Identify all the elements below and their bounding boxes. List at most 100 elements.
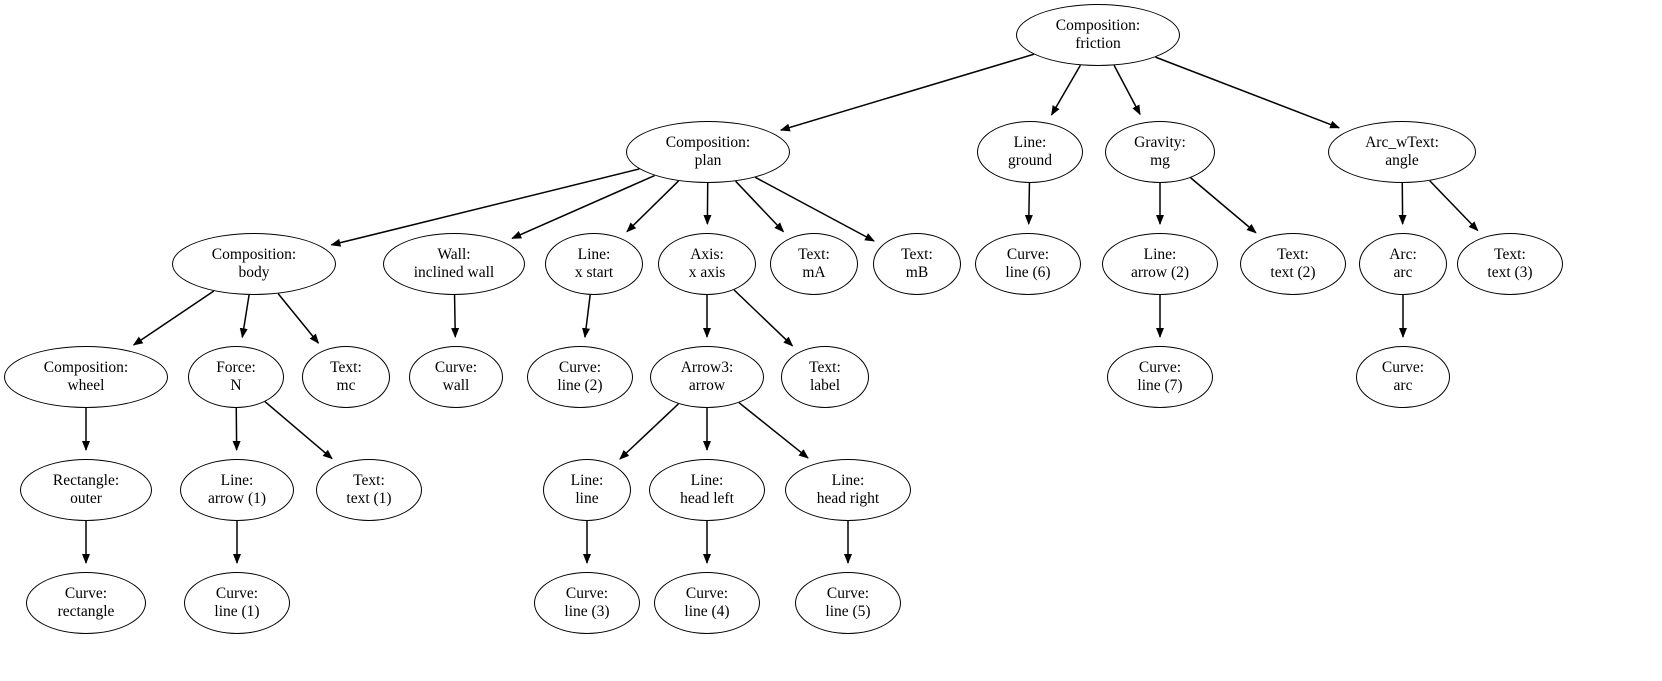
node-kind-label: Curve:	[1138, 358, 1182, 376]
node-kind-label: Curve:	[558, 358, 602, 376]
node-kind-label: Curve:	[434, 358, 478, 376]
graph-node-arrow3[interactable]: Arrow3:arrow	[650, 346, 764, 408]
graph-node-wheel[interactable]: Composition:wheel	[4, 346, 168, 408]
graph-node-text1[interactable]: Text:text (1)	[316, 459, 422, 521]
node-name-label: wall	[442, 377, 470, 394]
node-name-label: line (2)	[557, 377, 603, 394]
graph-node-outer[interactable]: Rectangle:outer	[20, 459, 152, 521]
node-kind-label: Rectangle:	[52, 471, 120, 489]
graph-edge-arrow3-to-lineline	[619, 403, 680, 460]
graph-edge-forceN-to-text1	[264, 401, 333, 460]
graph-node-line5[interactable]: Curve:line (5)	[795, 572, 901, 634]
graph-node-plan[interactable]: Composition:plan	[626, 121, 790, 183]
node-name-label: line (4)	[684, 603, 730, 620]
node-name-label: arc	[1393, 264, 1413, 281]
graph-node-headleft[interactable]: Line:head left	[649, 459, 765, 521]
graph-node-xaxis[interactable]: Axis:x axis	[658, 233, 756, 295]
node-name-label: arrow (2)	[1130, 264, 1190, 281]
graph-node-text3[interactable]: Text:text (3)	[1457, 233, 1563, 295]
graph-node-wall[interactable]: Wall:inclined wall	[383, 233, 525, 295]
node-name-label: arrow	[688, 377, 726, 394]
graph-node-mA[interactable]: Text:mA	[770, 233, 858, 295]
graph-node-line3[interactable]: Curve:line (3)	[534, 572, 640, 634]
node-name-label: mc	[336, 377, 356, 394]
node-kind-label: Arc:	[1389, 245, 1417, 263]
graph-edge-wall-to-curvewall	[451, 294, 460, 338]
node-kind-label: Curve:	[64, 584, 108, 602]
graph-edge-body-to-wheel	[132, 290, 215, 346]
graph-node-text2[interactable]: Text:text (2)	[1240, 233, 1346, 295]
graph-node-line6[interactable]: Curve:line (6)	[975, 233, 1081, 295]
graph-edge-ground-to-line6	[1024, 182, 1033, 225]
node-name-label: label	[809, 377, 841, 394]
graph-node-headright[interactable]: Line:head right	[785, 459, 911, 521]
graph-edge-xaxis-to-label	[733, 289, 794, 347]
graph-node-label[interactable]: Text:label	[781, 346, 869, 408]
graph-node-arrow2[interactable]: Line:arrow (2)	[1102, 233, 1218, 295]
node-kind-label: Axis:	[690, 245, 724, 263]
graph-node-line2[interactable]: Curve:line (2)	[527, 346, 633, 408]
graph-node-curvearc[interactable]: Curve:arc	[1356, 346, 1450, 408]
graph-node-mB[interactable]: Text:mB	[873, 233, 961, 295]
graph-node-body[interactable]: Composition:body	[172, 233, 336, 295]
node-kind-label: Text:	[901, 245, 933, 263]
node-kind-label: Composition:	[665, 133, 751, 151]
node-name-label: wheel	[67, 377, 105, 394]
graph-node-xstart[interactable]: Line:x start	[545, 233, 643, 295]
node-kind-label: Line:	[831, 471, 865, 489]
graph-edge-plan-to-xstart	[626, 180, 680, 233]
graph-edge-friction-to-ground	[1050, 64, 1082, 116]
node-kind-label: Curve:	[826, 584, 870, 602]
graph-node-line4[interactable]: Curve:line (4)	[654, 572, 760, 634]
node-kind-label: Line:	[1013, 133, 1047, 151]
graph-edge-xstart-to-line2	[582, 294, 591, 339]
node-name-label: line (1)	[214, 603, 260, 620]
graph-node-friction[interactable]: Composition:friction	[1016, 4, 1180, 66]
node-kind-label: Curve:	[215, 584, 259, 602]
node-kind-label: Text:	[353, 471, 385, 489]
node-name-label: x axis	[688, 264, 726, 281]
node-name-label: x start	[574, 264, 614, 281]
node-kind-label: Wall:	[437, 245, 471, 263]
node-kind-label: Curve:	[685, 584, 729, 602]
graph-node-line1[interactable]: Curve:line (1)	[184, 572, 290, 634]
graph-node-angle[interactable]: Arc_wText:angle	[1328, 121, 1476, 183]
node-name-label: ground	[1008, 152, 1052, 169]
node-name-label: mg	[1150, 152, 1170, 169]
graph-edge-body-to-forceN	[239, 294, 250, 339]
graph-node-curvewall[interactable]: Curve:wall	[409, 346, 503, 408]
node-kind-label: Arrow3:	[680, 358, 734, 376]
node-name-label: outer	[70, 490, 102, 507]
node-name-label: text (2)	[1270, 264, 1316, 281]
node-name-label: angle	[1385, 152, 1419, 169]
graph-node-line7[interactable]: Curve:line (7)	[1107, 346, 1213, 408]
node-name-label: line (7)	[1137, 377, 1183, 394]
graph-node-lineline[interactable]: Line:line	[543, 459, 631, 521]
node-name-label: text (1)	[346, 490, 392, 507]
node-name-label: plan	[694, 152, 722, 169]
graph-node-arrow1[interactable]: Line:arrow (1)	[180, 459, 294, 521]
node-kind-label: Gravity:	[1134, 133, 1186, 151]
node-kind-label: Force:	[216, 358, 256, 376]
node-name-label: body	[238, 264, 270, 281]
graph-node-ground[interactable]: Line:ground	[977, 121, 1083, 183]
node-name-label: text (3)	[1487, 264, 1533, 281]
node-name-label: mB	[905, 264, 929, 281]
graph-edge-mg-to-text2	[1190, 177, 1257, 234]
node-name-label: mA	[802, 264, 826, 281]
graph-node-arc[interactable]: Arc:arc	[1359, 233, 1447, 295]
graph-edge-friction-to-plan	[779, 53, 1034, 132]
node-name-label: friction	[1075, 35, 1121, 52]
graph-node-forceN[interactable]: Force:N	[188, 346, 284, 408]
graph-node-mc[interactable]: Text:mc	[302, 346, 390, 408]
graph-edge-angle-to-text3	[1429, 180, 1479, 232]
node-name-label: arrow (1)	[207, 490, 267, 507]
node-kind-label: Curve:	[1006, 245, 1050, 263]
node-name-label: head left	[680, 490, 734, 507]
node-name-label: rectangle	[57, 603, 115, 620]
graph-edge-friction-to-mg	[1113, 65, 1141, 116]
graph-node-mg[interactable]: Gravity:mg	[1105, 121, 1215, 183]
node-kind-label: Line:	[1143, 245, 1177, 263]
graph-node-rectangle[interactable]: Curve:rectangle	[26, 572, 146, 634]
